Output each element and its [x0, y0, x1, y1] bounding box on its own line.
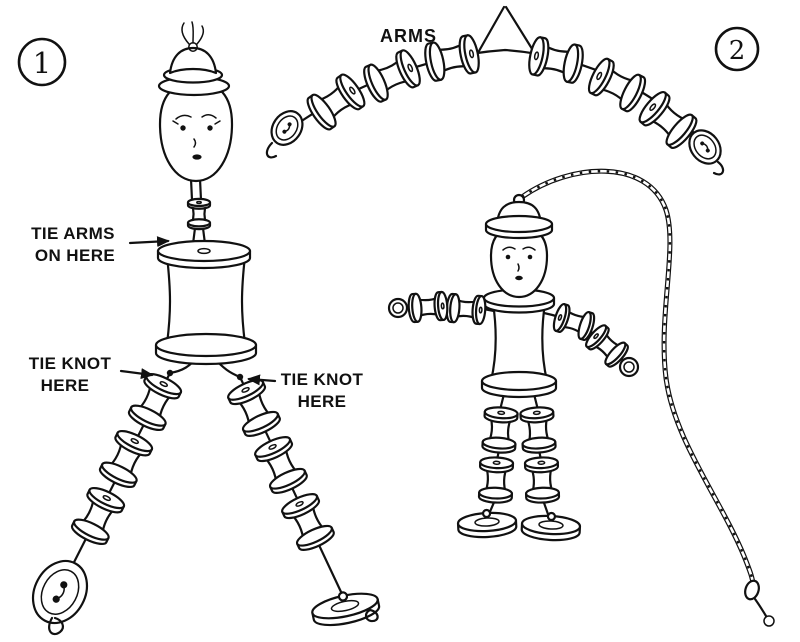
tie-knot-left-label-line2: HERE	[41, 376, 90, 395]
doll2-right-hand	[618, 356, 640, 378]
body-spool	[156, 241, 256, 364]
cord-end-ring	[764, 616, 774, 626]
doll-hat	[159, 48, 229, 95]
doll2-hat	[486, 195, 552, 238]
left-leg-spool	[68, 483, 128, 549]
callouts: TIE ARMS ON HERE TIE KNOT HERE TIE KNOT …	[29, 26, 437, 411]
tie-knot-left-label-line1: TIE KNOT	[29, 354, 112, 373]
hat-tuft	[182, 22, 203, 51]
step2-figure	[387, 168, 774, 626]
right-leg-spool	[224, 375, 284, 441]
step2-badge-number: 2	[729, 36, 746, 66]
right-leg-spool	[278, 489, 338, 555]
step-badges: 1 2	[17, 26, 760, 87]
arms-hanging-string	[477, 5, 506, 53]
step1-badge-number: 1	[33, 46, 51, 80]
tie-arms-arrow	[128, 236, 170, 248]
arm-spool	[302, 70, 370, 134]
left-knot	[166, 369, 174, 377]
tie-arms-label-line1: TIE ARMS	[31, 224, 115, 243]
doll2-right-foot	[520, 510, 582, 543]
arms-label: ARMS	[380, 26, 437, 46]
pull-cord	[520, 168, 774, 626]
right-hand-knot	[712, 160, 725, 176]
tie-knot-right-arrow	[247, 374, 277, 386]
step2-badge-circle	[714, 26, 760, 72]
right-foot-cord-loop	[364, 608, 379, 623]
doll2-leg-spool	[523, 455, 561, 505]
doll2-left-foot	[456, 507, 518, 540]
step1-badge-circle	[17, 37, 67, 87]
tie-knot-left-arrow	[119, 368, 154, 380]
arms-hanging-string	[504, 5, 536, 54]
arm-spool	[525, 34, 587, 86]
tie-arms-label-line2: ON HERE	[35, 246, 115, 265]
doll2-leg-spool	[481, 405, 519, 455]
arm-spool	[359, 46, 425, 106]
neck-spool	[187, 198, 211, 230]
tie-knot-right-label-line1: TIE KNOT	[281, 370, 364, 389]
right-knot	[236, 373, 244, 381]
left-leg-spool	[96, 426, 156, 492]
step1-figure	[20, 22, 383, 636]
cord-bead	[743, 579, 761, 601]
right-foot-disc	[308, 584, 383, 632]
arm-spool	[584, 55, 650, 115]
doll2-leg-spool	[519, 405, 557, 455]
doll2-arm-spool	[445, 292, 487, 326]
doll-head	[160, 82, 232, 181]
left-foot-cord-loop	[48, 616, 64, 636]
doll2-leg-spool	[477, 455, 515, 505]
right-leg-spool	[251, 432, 311, 498]
left-leg-spool	[125, 369, 185, 435]
tie-knot-right-label-line2: HERE	[298, 392, 347, 411]
arms-assembly	[264, 5, 729, 176]
left-hand-knot	[265, 141, 278, 159]
doll2-arm-spool	[407, 290, 449, 324]
doll2-left-hand	[387, 297, 409, 319]
doll2-torso	[482, 290, 556, 398]
